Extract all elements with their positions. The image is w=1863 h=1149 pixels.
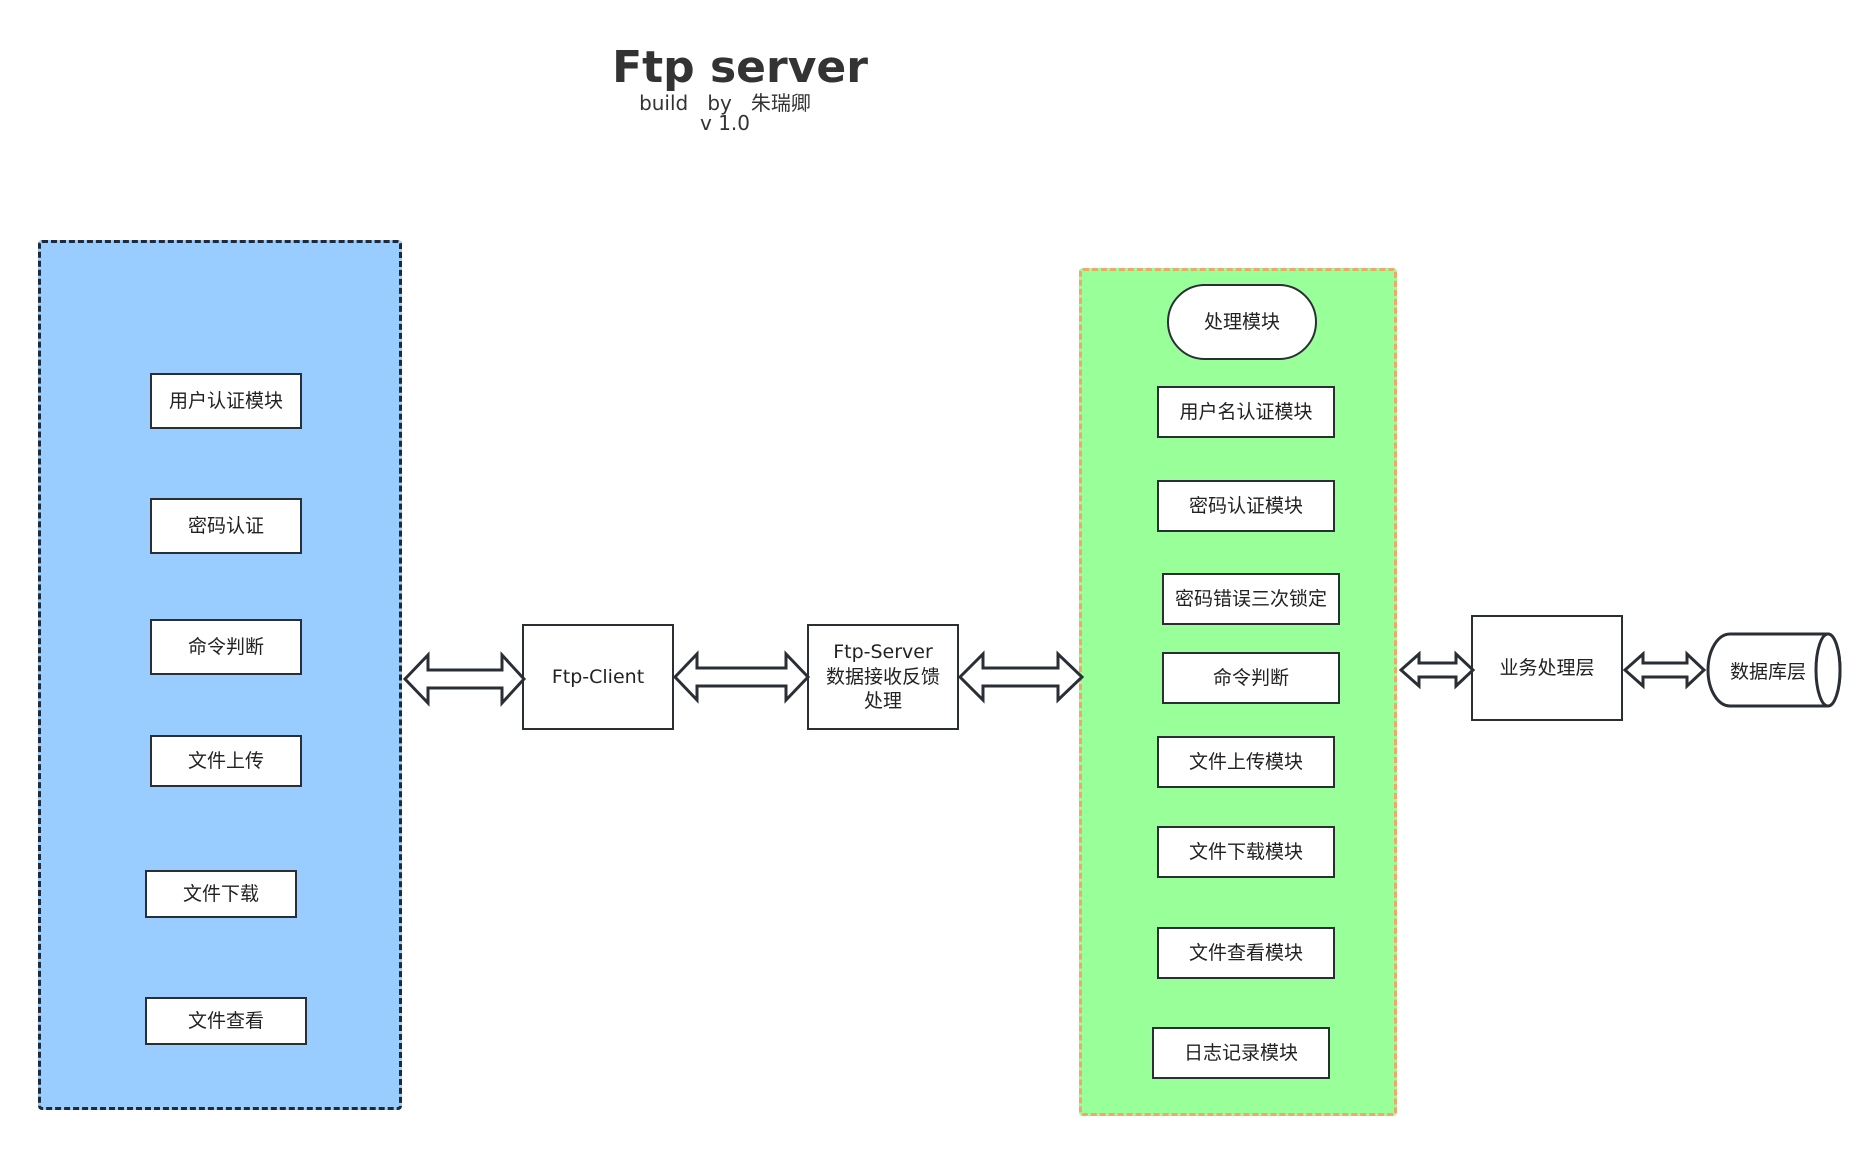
server-module-download: 文件下载模块 <box>1157 826 1335 878</box>
client-module-user-auth: 用户认证模块 <box>150 373 302 429</box>
diagram-title: Ftp server <box>612 42 868 93</box>
diagram-version: v 1.0 <box>700 111 750 135</box>
server-module-command: 命令判断 <box>1162 652 1340 704</box>
diagram-author: build by 朱瑞卿 <box>639 91 811 115</box>
client-module-command: 命令判断 <box>150 619 302 675</box>
server-module-password-auth: 密码认证模块 <box>1157 480 1335 532</box>
server-header-pill: 处理模块 <box>1167 284 1317 360</box>
business-layer-box: 业务处理层 <box>1471 615 1623 721</box>
database-cylinder-icon <box>1706 632 1842 708</box>
arrow-client-panel-to-ftp-client <box>402 651 527 707</box>
arrow-feedback-to-server-panel <box>957 650 1085 704</box>
client-module-download: 文件下载 <box>145 870 297 918</box>
arrow-ftp-client-to-feedback <box>672 650 811 704</box>
server-module-lockout: 密码错误三次锁定 <box>1162 573 1340 625</box>
arrow-business-to-database <box>1622 650 1707 690</box>
server-module-upload: 文件上传模块 <box>1157 736 1335 788</box>
server-module-logging: 日志记录模块 <box>1152 1027 1330 1079</box>
client-module-password-auth: 密码认证 <box>150 498 302 554</box>
client-module-upload: 文件上传 <box>150 735 302 787</box>
database-layer-label: 数据库层 <box>1729 660 1806 683</box>
arrow-server-panel-to-business <box>1398 650 1476 690</box>
server-module-username-auth: 用户名认证模块 <box>1157 386 1335 438</box>
client-module-view: 文件查看 <box>145 997 307 1045</box>
ftp-client-box: Ftp-Client <box>522 624 674 730</box>
server-module-view: 文件查看模块 <box>1157 927 1335 979</box>
